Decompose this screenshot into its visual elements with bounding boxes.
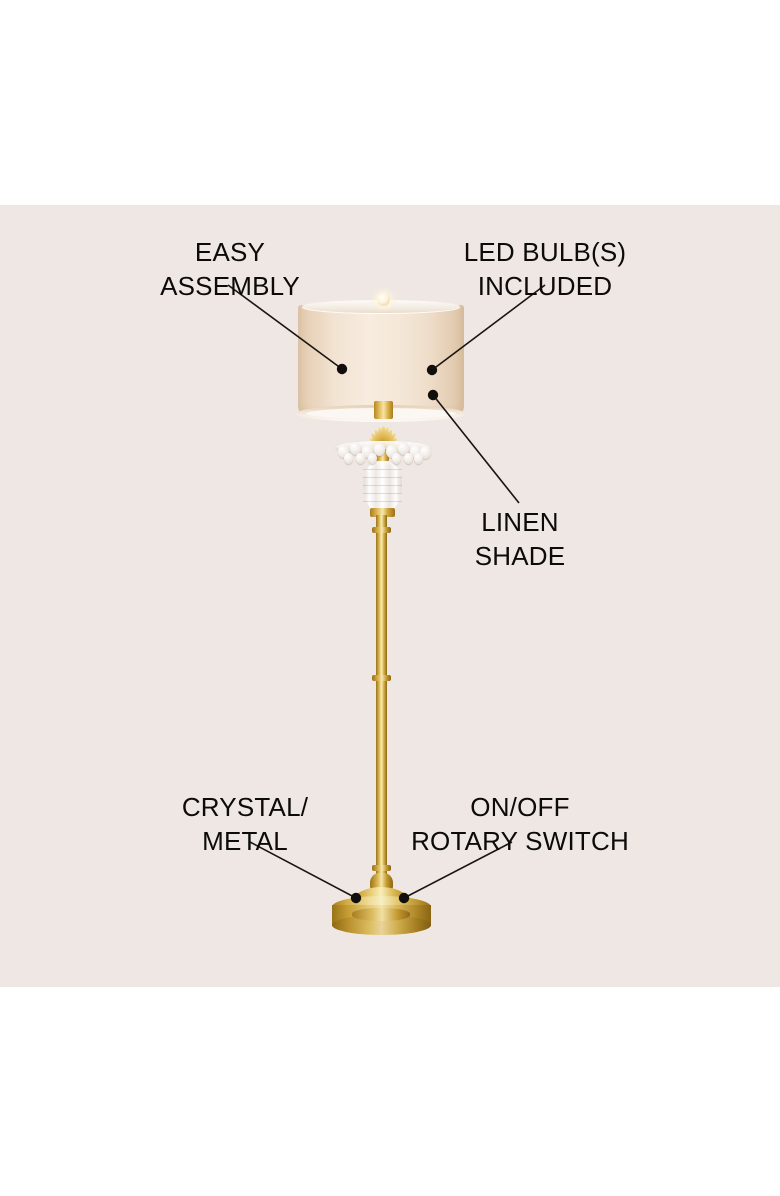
crystal-droplet xyxy=(338,445,349,458)
brass-column xyxy=(376,515,387,880)
crystal-facet xyxy=(363,469,402,470)
crystal-droplet xyxy=(374,443,385,456)
lamp-finial-knob xyxy=(377,293,390,306)
crystal-urn xyxy=(363,461,402,513)
crystal-droplet xyxy=(404,453,413,464)
crystal-droplet xyxy=(368,453,377,464)
crystal-droplet xyxy=(362,445,373,458)
crystal-droplet xyxy=(386,445,397,458)
callout-label-crystal-metal: CRYSTAL/ METAL xyxy=(181,792,309,856)
callout-label-easy-assembly: EASY ASSEMBLY xyxy=(160,237,300,301)
callout-label-on-off-rotary-switch: ON/OFF ROTARY SWITCH xyxy=(411,792,629,856)
crystal-droplet xyxy=(392,453,401,464)
callout-label-linen-shade: LINEN SHADE xyxy=(474,507,566,571)
crystal-droplet xyxy=(356,453,365,464)
lamp-shade xyxy=(298,305,464,415)
base-plinth xyxy=(352,908,410,921)
crystal-droplet xyxy=(414,453,423,464)
callout-label-led-bulbs-included: LED BULB(S) INCLUDED xyxy=(463,237,627,301)
crystal-facet xyxy=(363,493,402,494)
crystal-droplet xyxy=(398,442,409,455)
base-neck xyxy=(370,873,393,891)
brass-leaf-ornament xyxy=(352,411,414,451)
crystal-droplet xyxy=(350,442,361,455)
crystal-facet xyxy=(363,485,402,486)
crystal-urn-cap xyxy=(370,508,395,517)
base-disc-bottom xyxy=(332,915,431,935)
lamp-socket-collar xyxy=(374,401,393,419)
crystal-droplet xyxy=(344,453,353,464)
crystal-facet xyxy=(363,477,402,478)
floor-lamp-illustration xyxy=(0,205,780,987)
crystal-droplet xyxy=(420,446,431,459)
product-image-panel: EASY ASSEMBLY LED BULB(S) INCLUDED LINEN… xyxy=(0,205,780,987)
column-ring xyxy=(372,865,391,871)
crystal-droplet xyxy=(410,445,421,458)
column-ring xyxy=(372,675,391,681)
crystal-facet xyxy=(363,501,402,502)
column-ring xyxy=(372,527,391,533)
